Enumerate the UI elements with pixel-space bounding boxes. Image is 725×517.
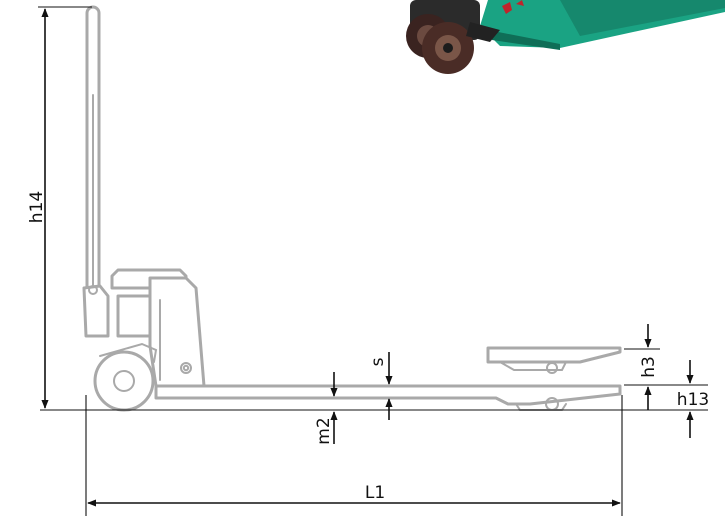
label-m2: m2 [314, 417, 334, 444]
extension-lines [38, 6, 708, 516]
steer-wheel [93, 350, 155, 412]
dimension-s: s [368, 352, 393, 420]
label-l1: L1 [365, 483, 385, 503]
label-h14: h14 [27, 191, 47, 223]
pump-block [116, 294, 152, 338]
label-h3: h3 [639, 356, 659, 378]
dimension-m2: m2 [314, 372, 338, 445]
dimension-h14: h14 [27, 8, 49, 409]
chassis-body [148, 276, 206, 388]
label-s: s [368, 357, 388, 366]
dimension-l1: L1 [87, 483, 621, 507]
fork-raised [486, 346, 622, 364]
label-h13: h13 [677, 390, 709, 410]
dimension-h3: h3 [639, 324, 659, 410]
pallet-truck-photo-icon [406, 0, 725, 74]
handle-hinge [82, 284, 110, 338]
dimension-h13: h13 [677, 360, 709, 438]
fork-lowered [154, 384, 622, 406]
pallet-truck-outline [82, 5, 622, 412]
